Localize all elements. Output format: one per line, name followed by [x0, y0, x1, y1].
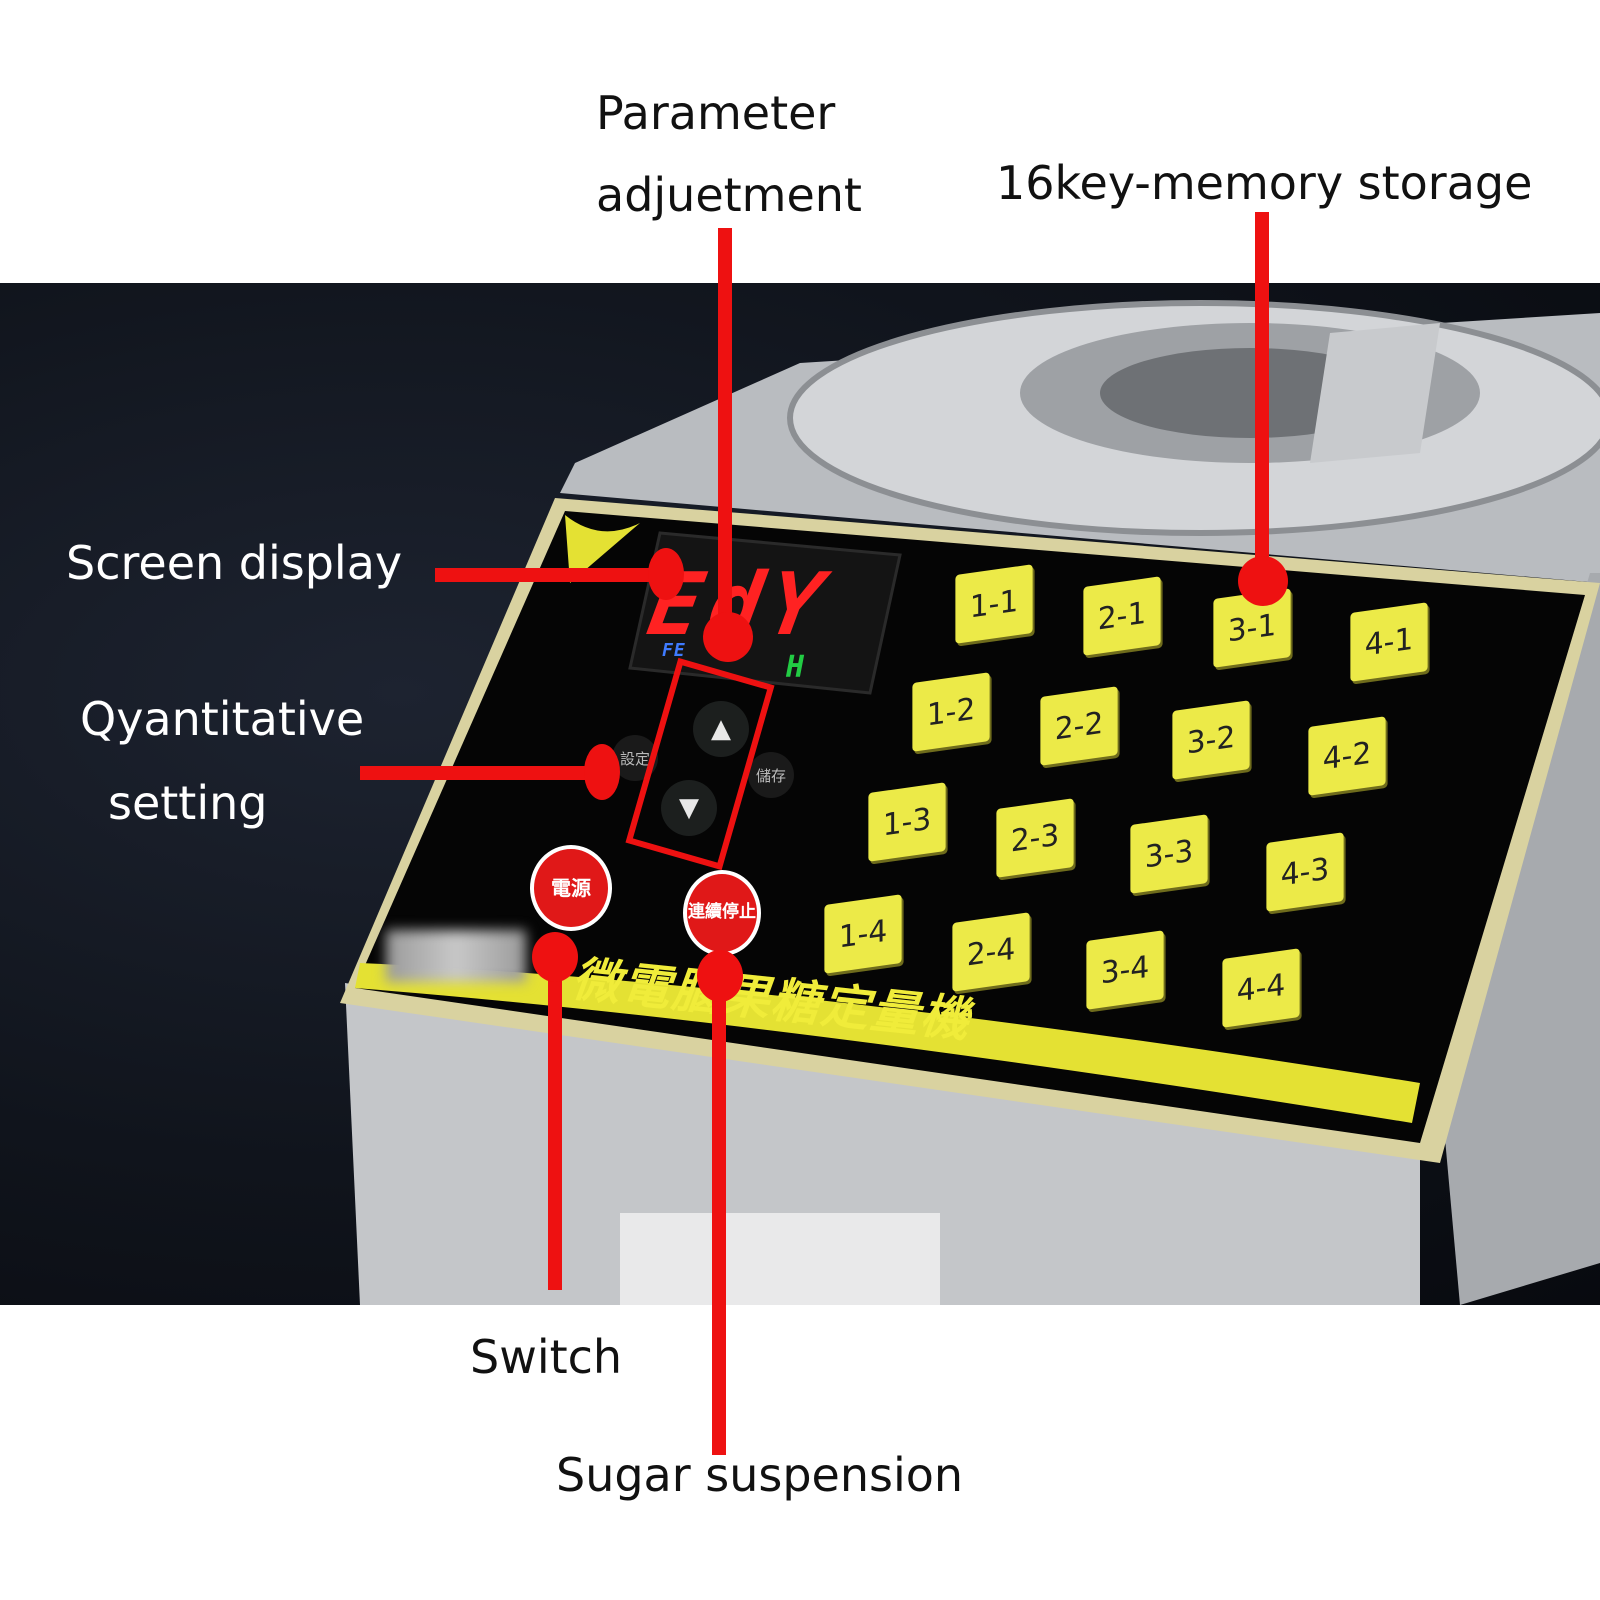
lid-handle — [1310, 323, 1440, 463]
screen-callout-dot — [648, 548, 684, 600]
memory-key-4-1[interactable]: 4-1 — [1350, 602, 1428, 682]
memory-storage-label: 16key-memory storage — [996, 156, 1533, 210]
memory-key-1-2[interactable]: 1-2 — [912, 672, 990, 752]
memory-key-1-3[interactable]: 1-3 — [868, 782, 946, 862]
memory-key-3-4[interactable]: 3-4 — [1086, 930, 1164, 1010]
power-button-label: 電源 — [551, 875, 591, 900]
parameter-label-line1: Parameter — [596, 86, 836, 140]
switch-callout-line — [548, 950, 562, 1290]
save-button-label: 儲存 — [755, 766, 786, 785]
save-button[interactable]: 儲存 — [748, 752, 794, 798]
screen-display-label: Screen display — [66, 536, 403, 590]
continuous-stop-button[interactable]: 連續停止 — [683, 870, 761, 956]
set-button-label: 設定 — [619, 749, 650, 768]
memory-key-4-2[interactable]: 4-2 — [1308, 716, 1386, 796]
display-window — [628, 531, 902, 695]
screen-callout-line — [435, 568, 667, 582]
continuous-stop-label: 連續停止 — [688, 902, 756, 923]
blurred-logo — [386, 930, 526, 982]
memory-key-2-4[interactable]: 2-4 — [952, 912, 1030, 992]
machine-photo — [0, 283, 1600, 1305]
display-indicator-left: FE — [662, 640, 686, 661]
memory-key-4-3[interactable]: 4-3 — [1266, 832, 1344, 912]
up-arrow-button[interactable]: ▲ — [693, 701, 749, 757]
set-button[interactable]: 設定 — [612, 735, 658, 781]
quantitative-callout-line — [360, 766, 610, 780]
sugar-callout-dot — [697, 950, 743, 1002]
machine-front-base — [345, 983, 1420, 1305]
sugar-callout-line — [712, 965, 726, 1455]
quantitative-callout-dot — [584, 744, 620, 800]
memory-key-1-1[interactable]: 1-1 — [955, 564, 1033, 644]
parameter-label-line2: adjuetment — [596, 168, 862, 222]
memory-key-4-4[interactable]: 4-4 — [1222, 948, 1300, 1028]
machine-right-side — [1440, 573, 1600, 1305]
memory-callout-dot — [1238, 556, 1288, 606]
memory-key-3-2[interactable]: 3-2 — [1172, 700, 1250, 780]
switch-callout-dot — [532, 932, 578, 982]
parameter-callout-dot — [703, 612, 753, 662]
panel-yellow-corner — [565, 515, 640, 583]
power-switch-button[interactable]: 電源 — [530, 845, 612, 931]
memory-callout-line — [1255, 212, 1269, 570]
machine-leg — [620, 1213, 940, 1305]
down-arrow-icon: ▼ — [679, 793, 699, 823]
display-indicator-right: H — [786, 650, 806, 685]
memory-key-2-1[interactable]: 2-1 — [1083, 576, 1161, 656]
up-arrow-icon: ▲ — [711, 714, 731, 744]
panel-yellow-stripe — [355, 963, 1420, 1123]
memory-key-3-3[interactable]: 3-3 — [1130, 814, 1208, 894]
switch-label: Switch — [470, 1330, 623, 1384]
parameter-callout-line — [718, 228, 732, 638]
memory-key-2-2[interactable]: 2-2 — [1040, 686, 1118, 766]
sugar-suspension-label: Sugar suspension — [556, 1448, 964, 1502]
memory-key-2-3[interactable]: 2-3 — [996, 798, 1074, 878]
quantitative-label-line2: setting — [108, 776, 268, 830]
quantitative-label-line1: Qyantitative — [80, 692, 365, 746]
down-arrow-button[interactable]: ▼ — [661, 780, 717, 836]
memory-key-1-4[interactable]: 1-4 — [824, 894, 902, 974]
